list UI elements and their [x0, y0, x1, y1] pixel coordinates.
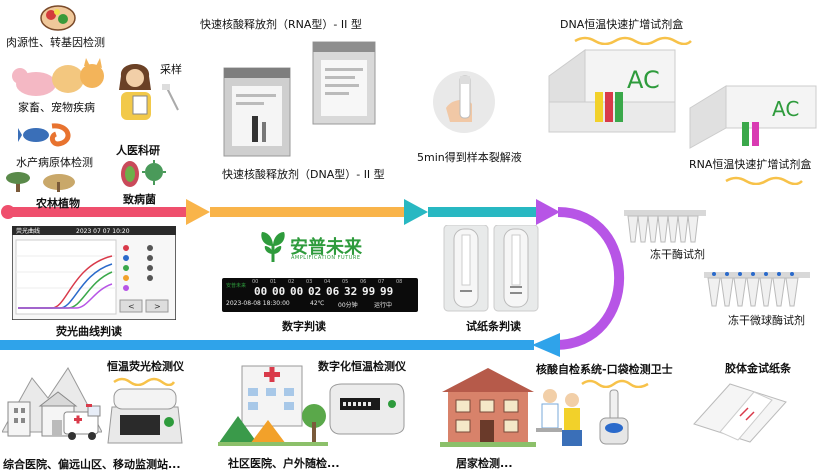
digital-channel-value: 06 [326, 285, 340, 298]
digital-channel-value: 00 [272, 285, 286, 298]
label-hospital-sites: 综合医院、偏远山区、移动监测站... [3, 458, 181, 471]
rna-release-pack-image [312, 41, 376, 125]
label-sampling: 采样 [160, 63, 182, 76]
label-strip-read: 试纸条判读 [466, 320, 521, 333]
home-house-image [440, 368, 536, 447]
fluor-screen-back-button: < [128, 302, 135, 311]
digital-display-status2: 运行中 [374, 302, 393, 309]
flow-segment-teal [428, 207, 536, 217]
tilde-decoration [574, 36, 692, 45]
digital-channel-label: 02 [288, 279, 295, 285]
flow-segment-pink [8, 207, 186, 217]
rna-kit-brand: AC [772, 97, 799, 121]
digital-channel-label: 08 [396, 279, 403, 285]
dna-kit-box-image: AC [548, 49, 676, 133]
rna-kit-box-image: AC [689, 85, 817, 149]
label-dna-kit: DNA恒温快速扩增试剂盒 [560, 18, 684, 31]
label-gold-strip: 胶体金试纸条 [725, 362, 791, 375]
flow-arrowhead-orange [186, 199, 210, 225]
digital-channel-label: 07 [378, 279, 385, 285]
bacteria-virus-icon [121, 160, 166, 187]
community-clinic-image [218, 365, 328, 446]
label-fluor-read: 荧光曲线判读 [56, 325, 122, 338]
lysate-tube-hand-image [433, 71, 495, 133]
label-aquatic: 水产病原体检测 [16, 156, 93, 169]
digital-display-brand: 安普未来 [226, 283, 247, 289]
digital-channel-value: 99 [362, 285, 376, 298]
pocket-detector-image [599, 389, 629, 445]
fluorescence-curve-screen: 荧光曲线 2023 07 07 10:20 < > [12, 226, 176, 320]
digital-instrument-image [329, 383, 405, 435]
flow-curve-purple [554, 207, 625, 350]
label-forestry: 农林植物 [36, 197, 80, 210]
leaf-logo-icon [261, 232, 285, 262]
self-test-person-image [536, 389, 582, 446]
digital-channel-label: 05 [342, 279, 349, 285]
label-fluor-instrument: 恒温荧光检测仪 [107, 360, 184, 373]
digital-display-status1: 00分钟 [338, 302, 358, 309]
fluorescence-instrument-image [107, 388, 183, 444]
ambulance-icon [63, 404, 101, 440]
label-livestock: 家畜、宠物疾病 [18, 101, 95, 114]
digital-channel-value: 02 [308, 285, 322, 298]
fluor-screen-date: 2023 07 07 10:20 [76, 228, 130, 235]
digital-display-temp: 42℃ [310, 300, 325, 307]
digital-channel-label: 06 [360, 279, 367, 285]
logo-name: 安普未来 [290, 237, 362, 258]
freeze-dried-strip-image [624, 210, 706, 243]
label-digital-instrument: 数字化恒温检测仪 [318, 360, 406, 373]
digital-channel-value: 99 [380, 285, 394, 298]
meat-icon [40, 5, 76, 31]
flow-arrowhead-teal [404, 199, 428, 225]
livestock-pets-icon [12, 58, 104, 96]
dna-kit-brand: AC [627, 66, 660, 94]
flow-arrowhead-blue [532, 333, 560, 357]
digital-channel-value: 00 [254, 285, 268, 298]
label-dna-release: 快速核酸释放剂（DNA型）- II 型 [222, 168, 385, 181]
digital-channel-value: 00 [290, 285, 304, 298]
flow-arrowhead-purple [536, 199, 560, 225]
digital-channel-value: 32 [344, 285, 358, 298]
fish-shrimp-icon [18, 123, 71, 147]
label-pathogen: 致病菌 [123, 193, 156, 206]
logo-subtitle: AMPLIFICATION FUTURE [291, 255, 361, 261]
plant-tree-icon [6, 172, 75, 192]
tilde-decoration [581, 379, 649, 388]
fluor-screen-forward-button: > [154, 302, 161, 311]
freeze-dried-microsphere-image [704, 272, 810, 307]
digital-channel-label: 03 [306, 279, 313, 285]
label-freeze-micro: 冻干微球酶试剂 [728, 314, 805, 327]
label-home-test: 居家检测... [456, 457, 513, 470]
label-lysate: 5min得到样本裂解液 [417, 151, 522, 164]
digital-channel-label: 01 [270, 279, 277, 285]
label-meat-gmo: 肉源性、转基因检测 [6, 36, 105, 49]
test-strip-tubes-image [443, 225, 539, 312]
fluor-screen-header: 荧光曲线 [16, 227, 40, 235]
label-digital-read: 数字判读 [282, 320, 326, 333]
label-rna-release: 快速核酸释放剂（RNA型）- II 型 [200, 18, 362, 31]
tilde-decoration [113, 377, 176, 386]
digital-channel-label: 04 [324, 279, 331, 285]
digital-display-datetime: 2023-08-08 18:30:00 [226, 300, 290, 307]
flow-segment-blue [0, 340, 534, 350]
colloidal-gold-strip-image [693, 383, 787, 443]
label-freeze-enzyme: 冻干酶试剂 [650, 248, 705, 261]
label-rna-kit: RNA恒温快速扩增试剂盒 [689, 158, 812, 171]
tilde-decoration [725, 176, 803, 185]
label-medical-research: 人医科研 [116, 144, 160, 157]
dna-release-pack-image [223, 67, 291, 157]
digital-channel-label: 00 [252, 279, 259, 285]
sampling-person-icon [119, 64, 151, 120]
swab-icon [162, 84, 179, 111]
label-self-test-system: 核酸自检系统-口袋检测卫士 [536, 363, 673, 376]
flow-segment-orange [210, 207, 404, 217]
label-community-sites: 社区医院、户外随检... [228, 457, 340, 470]
